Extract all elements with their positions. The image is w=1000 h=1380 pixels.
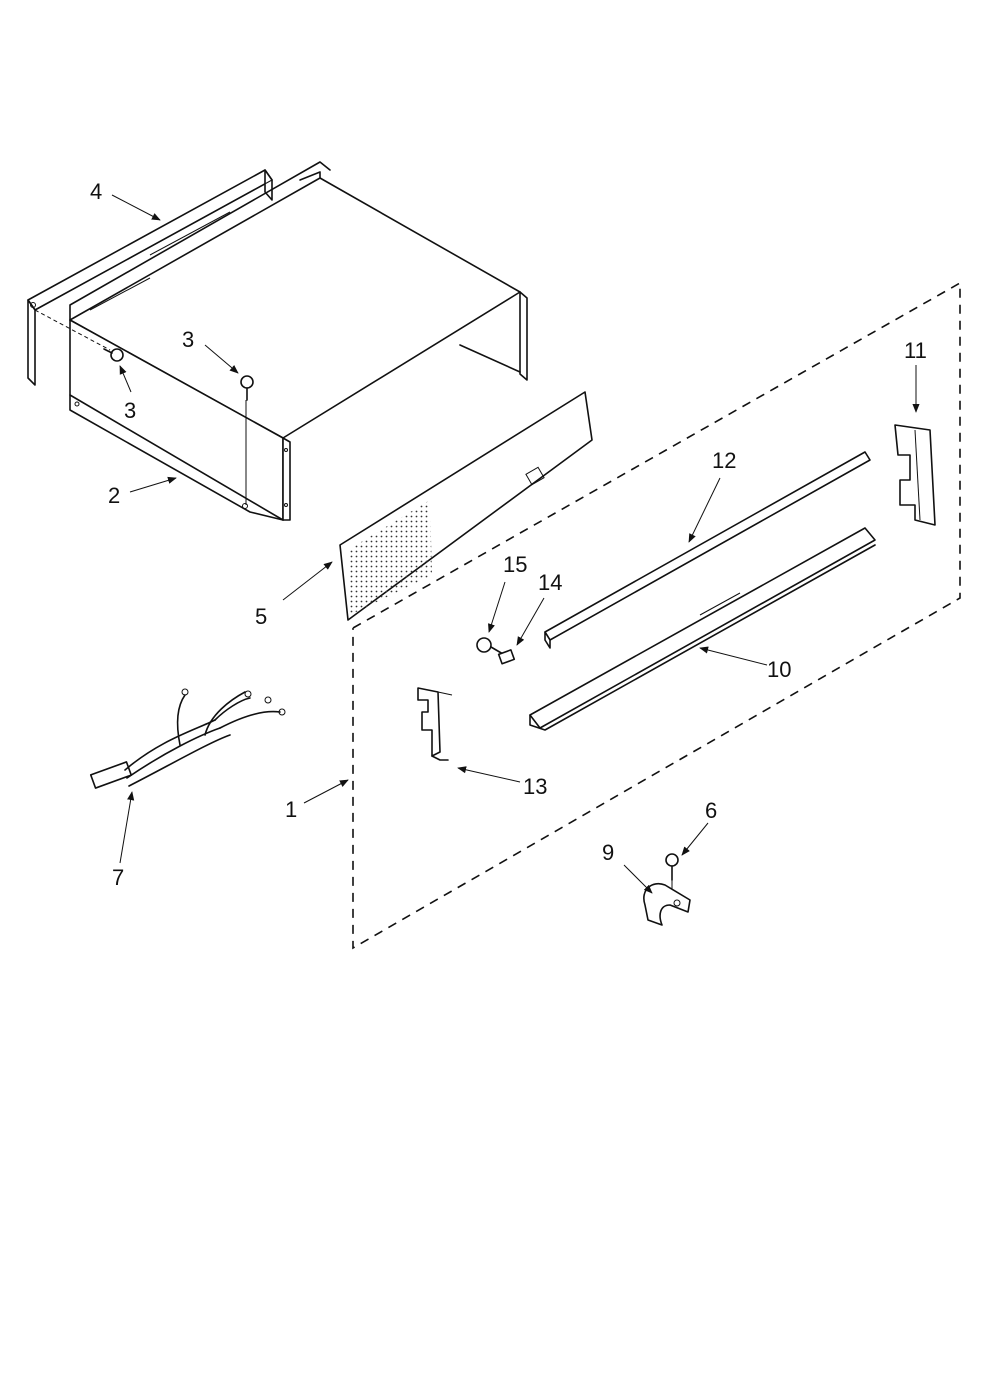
callout-15: 15: [503, 552, 527, 577]
callout-2: 2: [108, 483, 120, 508]
callout-5: 5: [255, 604, 267, 629]
part-5-front-panel: [339, 391, 593, 621]
part-3-screw-top: [240, 375, 254, 505]
callout-4: 4: [90, 179, 102, 204]
callout-3a: 3: [182, 327, 194, 352]
callout-6: 6: [705, 798, 717, 823]
callout-13: 13: [523, 774, 547, 799]
part-1-assembly-outline: [352, 281, 961, 950]
part-7-wire-harness: [89, 688, 286, 789]
leader-arrows: [111, 194, 920, 894]
callout-14: 14: [538, 570, 562, 595]
callout-10: 10: [767, 657, 791, 682]
part-12-upper-rail: [544, 451, 871, 649]
callout-9: 9: [602, 840, 614, 865]
part-15-screw: [476, 637, 504, 655]
part-11-end-bracket: [894, 424, 936, 526]
part-4-rear-rail: [27, 169, 273, 386]
callout-1: 1: [285, 797, 297, 822]
part-2-housing: [69, 161, 528, 521]
part-9-clamp: [643, 883, 691, 926]
callout-12: 12: [712, 448, 736, 473]
callout-7: 7: [112, 865, 124, 890]
part-14-bumper: [497, 649, 516, 665]
part-10-lower-rail: [529, 527, 876, 731]
callout-11: 11: [904, 338, 927, 363]
callout-3b: 3: [124, 398, 136, 423]
part-13-side-bracket: [417, 687, 453, 761]
part-3-screw-left: [34, 309, 124, 362]
